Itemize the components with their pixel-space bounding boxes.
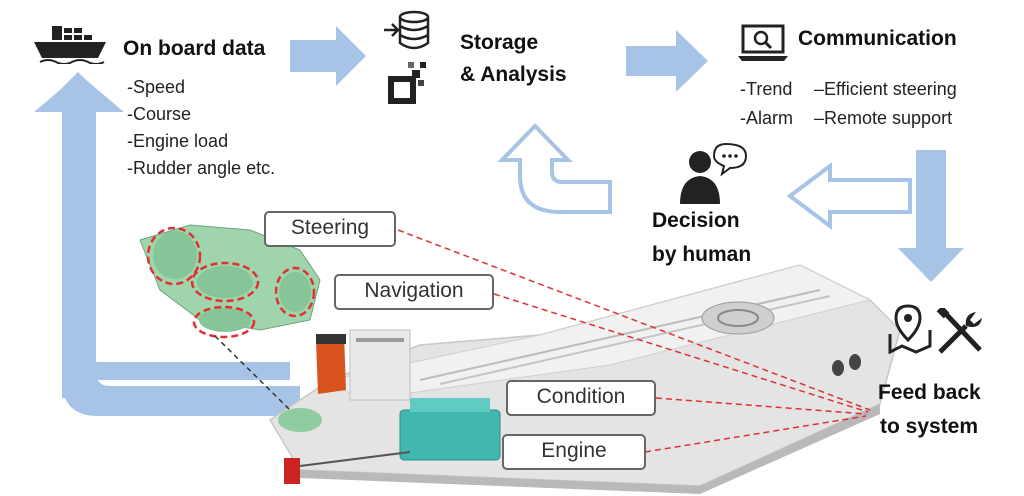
decision-line1: Decision — [652, 209, 740, 232]
communication-title: Communication — [798, 27, 957, 50]
onboard-item: -Course — [127, 104, 192, 124]
feedback-line2: to system — [880, 415, 979, 438]
communication-item-remote-support: –Remote support — [814, 108, 953, 128]
steering-machinery-illustration — [139, 224, 321, 411]
arrow-to-decision — [786, 162, 912, 230]
communication-row: -Trend –Efficient steering — [740, 76, 1010, 105]
onboard-item: -Speed — [127, 77, 186, 97]
highlight-circle — [190, 261, 260, 303]
feedback-line1: Feed back — [878, 381, 981, 404]
leader-lines — [397, 229, 871, 453]
map-pin-icon — [886, 304, 934, 359]
tanker-ship-illustration — [268, 264, 901, 494]
label-navigation: Navigation — [334, 274, 494, 310]
decision-line2: by human — [652, 243, 752, 266]
arrow-decision-to-storage — [497, 123, 612, 214]
highlight-circle — [274, 266, 316, 318]
communication-item-trend: -Trend — [740, 79, 793, 99]
arrow-communication-to-feedback — [898, 150, 964, 282]
arrow-storage-to-communication — [626, 30, 708, 92]
label-engine: Engine — [502, 434, 646, 470]
storage-title-line2: & Analysis — [460, 63, 567, 86]
highlight-circle — [192, 305, 256, 339]
storage-title-line1: Storage — [460, 31, 539, 54]
ship-icon — [34, 26, 106, 69]
return-arrow-left — [34, 72, 300, 416]
onboard-title: On board data — [123, 37, 266, 60]
communication-item-alarm: -Alarm — [740, 108, 793, 128]
communication-row: -Alarm –Remote support — [740, 105, 1010, 134]
arrow-onboard-to-storage — [290, 26, 366, 86]
label-steering: Steering — [264, 211, 396, 247]
data-analysis-icon — [388, 60, 428, 109]
highlight-circle — [146, 226, 202, 286]
onboard-item: -Engine load — [127, 131, 229, 151]
onboard-items: -Speed -Course -Engine load -Rudder angl… — [127, 74, 275, 182]
communication-item-efficient-steering: –Efficient steering — [814, 79, 957, 99]
label-condition: Condition — [506, 380, 656, 416]
communication-items: -Trend –Efficient steering -Alarm –Remot… — [740, 76, 1010, 134]
person-speech-icon — [678, 140, 748, 211]
laptop-search-icon — [738, 24, 788, 67]
database-import-icon — [384, 10, 432, 57]
onboard-item: -Rudder angle etc. — [127, 158, 276, 178]
tools-icon — [936, 305, 984, 361]
